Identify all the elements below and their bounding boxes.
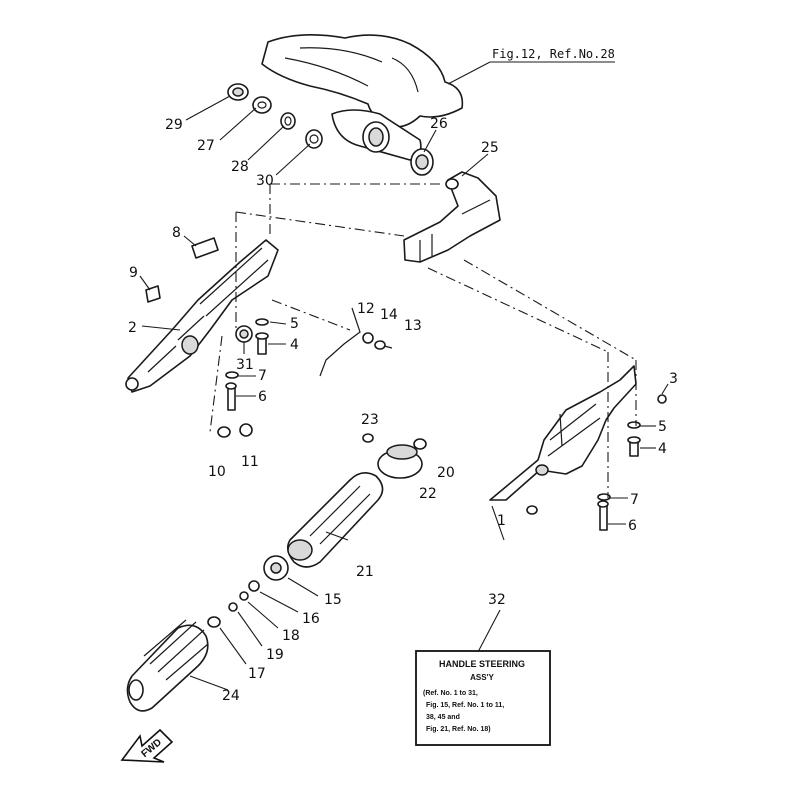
callout-8: 8 [172, 225, 181, 241]
callout-10: 10 [208, 464, 226, 480]
callout-4-right: 4 [658, 441, 667, 457]
box-title: HANDLE STEERING [439, 659, 525, 669]
washer-18 [239, 591, 249, 601]
washer-27 [252, 96, 272, 114]
screw-17 [207, 616, 221, 628]
handle-bracket-2 [125, 239, 279, 393]
callout-6-right: 6 [628, 518, 637, 534]
callout-31: 31 [236, 357, 254, 373]
box-line-2: Fig. 15, Ref. No. 1 to 11, [426, 702, 504, 709]
callout-25: 25 [481, 140, 499, 156]
callout-7-left: 7 [258, 368, 267, 384]
callout-27: 27 [197, 138, 215, 154]
bushing-26 [410, 148, 434, 176]
callout-5-left: 5 [290, 316, 299, 332]
grip-24 [126, 619, 209, 712]
handle-bracket-1 [489, 365, 637, 501]
washer-5-left [255, 318, 269, 326]
callout-24: 24 [222, 688, 240, 704]
callout-6-left: 6 [258, 389, 267, 405]
callout-30: 30 [256, 173, 274, 189]
fwd-arrow: FWD [120, 728, 174, 763]
screw-13 [374, 340, 393, 350]
steering-bracket-drawing [261, 34, 464, 161]
collar-31 [235, 325, 253, 343]
screw-23 [362, 433, 374, 443]
callout-26: 26 [430, 116, 448, 132]
screw-small-right [526, 505, 538, 515]
leader-lines [139, 61, 669, 691]
figure-reference: Fig.12, Ref.No.28 [492, 47, 615, 61]
bolt-6-left [225, 382, 237, 411]
washer-28 [280, 112, 296, 130]
box-line-3: 38, 45 and [426, 714, 460, 721]
bushing-29 [227, 83, 249, 101]
callout-4-left: 4 [290, 337, 299, 353]
callout-3: 3 [669, 371, 678, 387]
callout-21: 21 [356, 564, 374, 580]
bolt-6-right [597, 500, 609, 531]
callout-28: 28 [231, 159, 249, 175]
spring-16 [248, 580, 260, 592]
washer-19 [228, 602, 238, 612]
washer-14 [362, 332, 374, 344]
callout-7-right: 7 [630, 492, 639, 508]
nut-11 [239, 423, 253, 437]
callout-17: 17 [248, 666, 266, 682]
plate-9 [145, 285, 161, 303]
washer-5-right [627, 421, 641, 429]
callout-2: 2 [128, 320, 137, 336]
stopper-15 [263, 555, 289, 581]
steering-arm-25 [403, 171, 501, 263]
screw-10 [217, 426, 231, 438]
throttle-shaft-21 [286, 472, 384, 568]
callout-18: 18 [282, 628, 300, 644]
assembly-lines [209, 183, 637, 498]
callout-19: 19 [266, 647, 284, 663]
washer-30 [305, 129, 323, 149]
assembly-info-box: HANDLE STEERING ASS'Y (Ref. No. 1 to 31,… [415, 650, 551, 746]
screw-3 [657, 394, 667, 404]
callout-23: 23 [361, 412, 379, 428]
callout-16: 16 [302, 611, 320, 627]
box-subtitle: ASS'Y [470, 673, 494, 682]
callout-5-right: 5 [658, 419, 667, 435]
washer-7-right [597, 493, 611, 501]
bolt-4-left [255, 332, 269, 355]
callout-1: 1 [497, 513, 506, 529]
washer-7-left [225, 371, 239, 379]
callout-20: 20 [437, 465, 455, 481]
callout-32: 32 [488, 592, 506, 608]
plate-8 [191, 237, 219, 259]
nut-20 [413, 438, 427, 450]
bolt-4-right [627, 436, 641, 457]
callout-12: 12 [357, 301, 375, 317]
callout-29: 29 [165, 117, 183, 133]
wire-12 [319, 307, 361, 377]
callout-11: 11 [241, 454, 259, 470]
collar-22 [377, 444, 423, 479]
callout-15: 15 [324, 592, 342, 608]
callout-13: 13 [404, 318, 422, 334]
callout-9: 9 [129, 265, 138, 281]
callout-22: 22 [419, 486, 437, 502]
box-line-1: (Ref. No. 1 to 31, [423, 690, 478, 697]
callout-14: 14 [380, 307, 398, 323]
box-line-4: Fig. 21, Ref. No. 18) [426, 726, 491, 733]
callout-numbers: 1 2 3 4 4 5 5 6 6 7 7 8 9 10 11 12 13 14… [128, 116, 678, 704]
